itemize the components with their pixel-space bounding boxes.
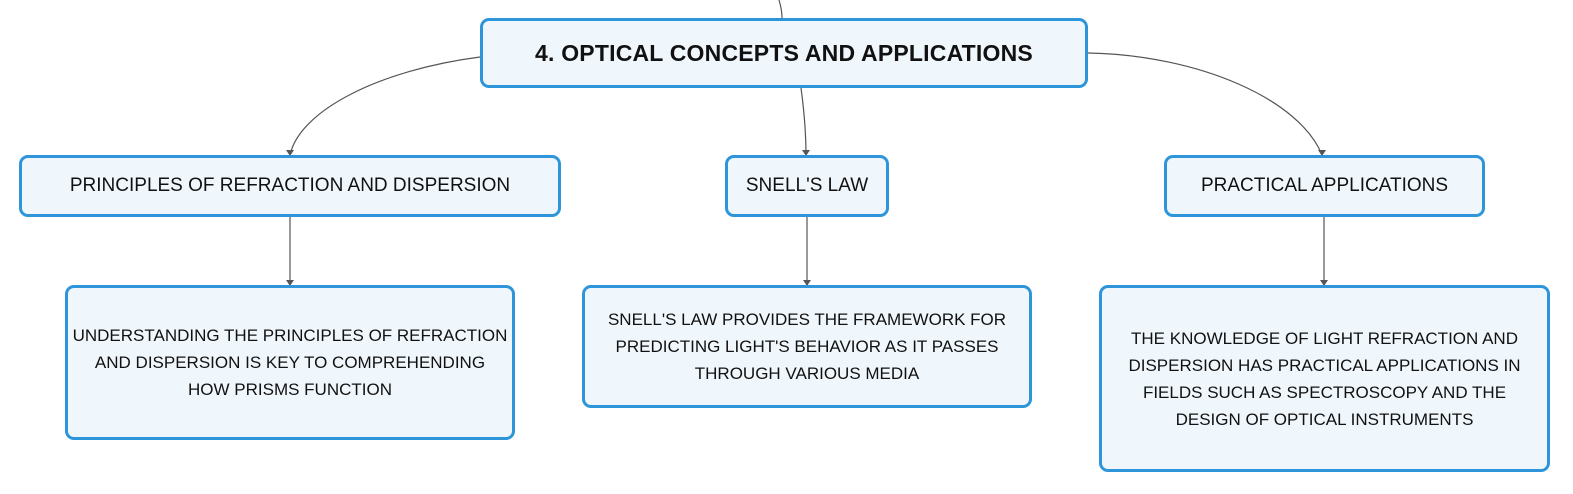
root-node[interactable]: 4. OPTICAL CONCEPTS AND APPLICATIONS bbox=[480, 18, 1088, 88]
detail-node-text: SNELL'S LAW PROVIDES THE FRAMEWORK FOR P… bbox=[607, 310, 1007, 383]
branch-node-label: PRINCIPLES OF REFRACTION AND DISPERSION bbox=[69, 175, 511, 196]
connector-root-to-snells-law bbox=[800, 87, 807, 156]
branch-node-applications[interactable]: PRACTICAL APPLICATIONS bbox=[1164, 155, 1485, 217]
connector-root-to-applications bbox=[1087, 52, 1323, 156]
branch-node-snells-law[interactable]: SNELL'S LAW bbox=[725, 155, 889, 217]
detail-node-snells-law[interactable]: SNELL'S LAW PROVIDES THE FRAMEWORK FOR P… bbox=[582, 285, 1032, 408]
root-node-label: 4. OPTICAL CONCEPTS AND APPLICATIONS bbox=[535, 39, 1033, 66]
detail-node-text: THE KNOWLEDGE OF LIGHT REFRACTION AND DI… bbox=[1128, 328, 1521, 429]
connector-root-to-principles bbox=[289, 56, 481, 156]
connector-parent-to-root bbox=[778, 0, 783, 19]
detail-node-principles[interactable]: UNDERSTANDING THE PRINCIPLES OF REFRACTI… bbox=[65, 285, 515, 440]
branch-node-label: SNELL'S LAW bbox=[745, 175, 869, 196]
branch-node-principles[interactable]: PRINCIPLES OF REFRACTION AND DISPERSION bbox=[19, 155, 561, 217]
branch-node-label: PRACTICAL APPLICATIONS bbox=[1200, 175, 1449, 196]
detail-node-applications[interactable]: THE KNOWLEDGE OF LIGHT REFRACTION AND DI… bbox=[1099, 285, 1550, 472]
detail-node-text: UNDERSTANDING THE PRINCIPLES OF REFRACTI… bbox=[72, 326, 508, 399]
